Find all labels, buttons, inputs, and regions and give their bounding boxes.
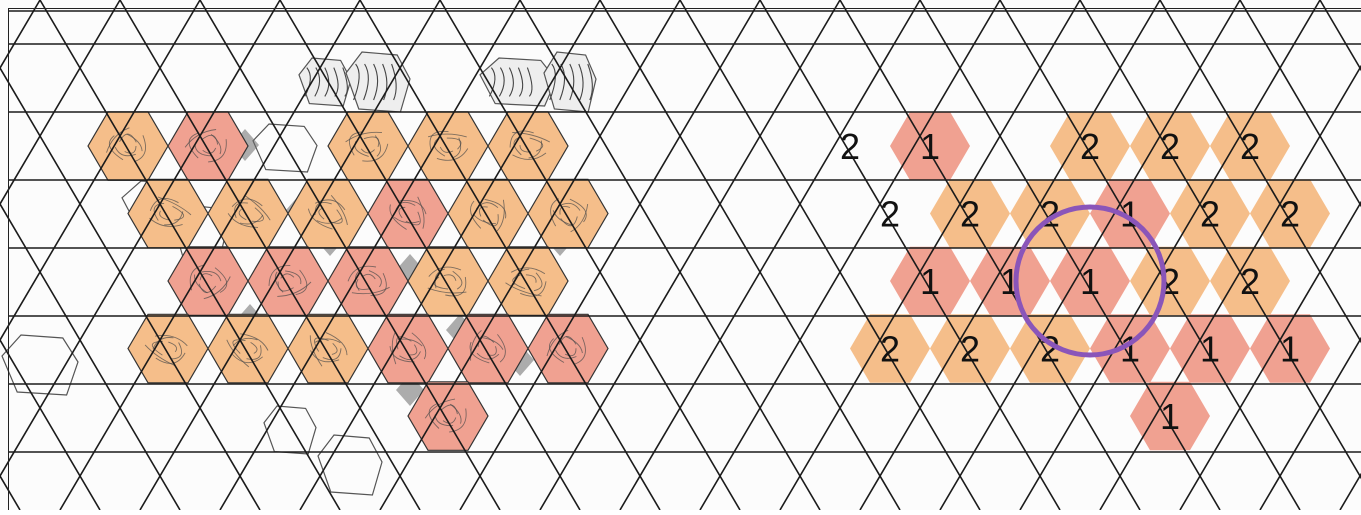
tile-number-label: 1 <box>1080 261 1100 302</box>
tile-number-label: 1 <box>1200 329 1220 370</box>
tile-number-label: 2 <box>960 194 980 235</box>
tile-number-label: 2 <box>1200 194 1220 235</box>
tile-number-label: 2 <box>1240 261 1260 302</box>
free-number-label: 2 <box>840 126 860 167</box>
tile-number-label: 1 <box>1280 329 1300 370</box>
tile-number-label: 2 <box>1080 126 1100 167</box>
free-number-label: 2 <box>880 194 900 235</box>
tile-number-label: 2 <box>1240 126 1260 167</box>
tile-number-label: 1 <box>920 126 940 167</box>
tile-number-label: 2 <box>880 329 900 370</box>
tile-number-label: 2 <box>1160 126 1180 167</box>
tile-number-label: 2 <box>960 329 980 370</box>
tile-number-label: 2 <box>1280 194 1300 235</box>
tile-number-label: 1 <box>1160 396 1180 437</box>
tile-number-label: 1 <box>920 261 940 302</box>
